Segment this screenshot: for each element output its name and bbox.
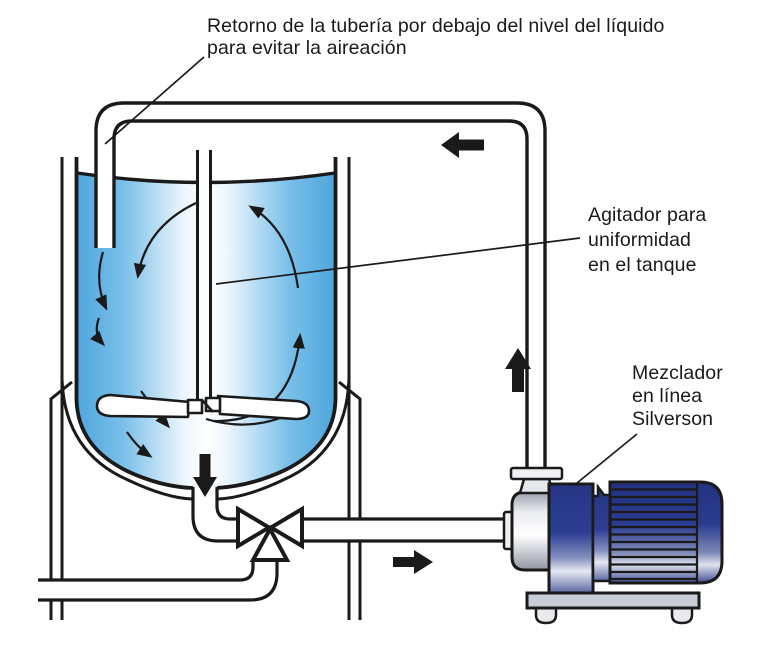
leader-lines: [104, 56, 638, 484]
pump-foot: [534, 606, 558, 625]
leader-inline-mixer: [576, 433, 638, 484]
flow-arrow-right-icon: [393, 550, 433, 574]
label-inline-mixer-line1: Mezclador: [632, 362, 723, 384]
flow-arrow-left-icon: [441, 132, 484, 158]
label-inline-mixer: Mezclador en línea Silverson: [632, 362, 723, 431]
bottom-supply-pipe: [38, 560, 279, 602]
return-pipe: [94, 101, 547, 470]
label-inline-mixer-line2: en línea: [632, 385, 703, 407]
label-agitator: Agitador para uniformidad en el tanque: [588, 203, 706, 278]
pump-outlet-flange: [509, 466, 564, 481]
mixer-body: [547, 482, 595, 595]
flow-arrows: [193, 132, 531, 574]
pump-casing: [510, 490, 553, 572]
label-return-pipe-line1: Retorno de la tubería por debajo del niv…: [207, 15, 665, 37]
inline-mixer-pump: [502, 466, 724, 625]
motor-fins: [611, 482, 699, 583]
label-return-pipe: Retorno de la tubería por debajo del niv…: [207, 15, 664, 59]
pump-foot: [670, 606, 694, 625]
flow-arrow-down-icon: [193, 454, 217, 497]
three-way-valve: [236, 505, 304, 562]
label-return-pipe-line2: para evitar la aireación: [207, 37, 407, 59]
tank-outlet-pipe: [191, 487, 238, 543]
leader-return-pipe: [104, 56, 205, 145]
label-inline-mixer-line3: Silverson: [632, 408, 714, 430]
leader-agitator: [215, 237, 581, 285]
agitator-impeller: [95, 393, 311, 421]
flow-arrow-up-icon: [505, 348, 531, 392]
label-agitator-line3: en el tanque: [588, 254, 697, 276]
label-agitator-line1: Agitador para: [588, 204, 707, 226]
label-agitator-line2: uniformidad: [588, 229, 691, 251]
valve-to-pump-pipe: [302, 517, 507, 543]
agitator-shaft: [196, 150, 212, 402]
pump-baseplate: [525, 591, 701, 610]
